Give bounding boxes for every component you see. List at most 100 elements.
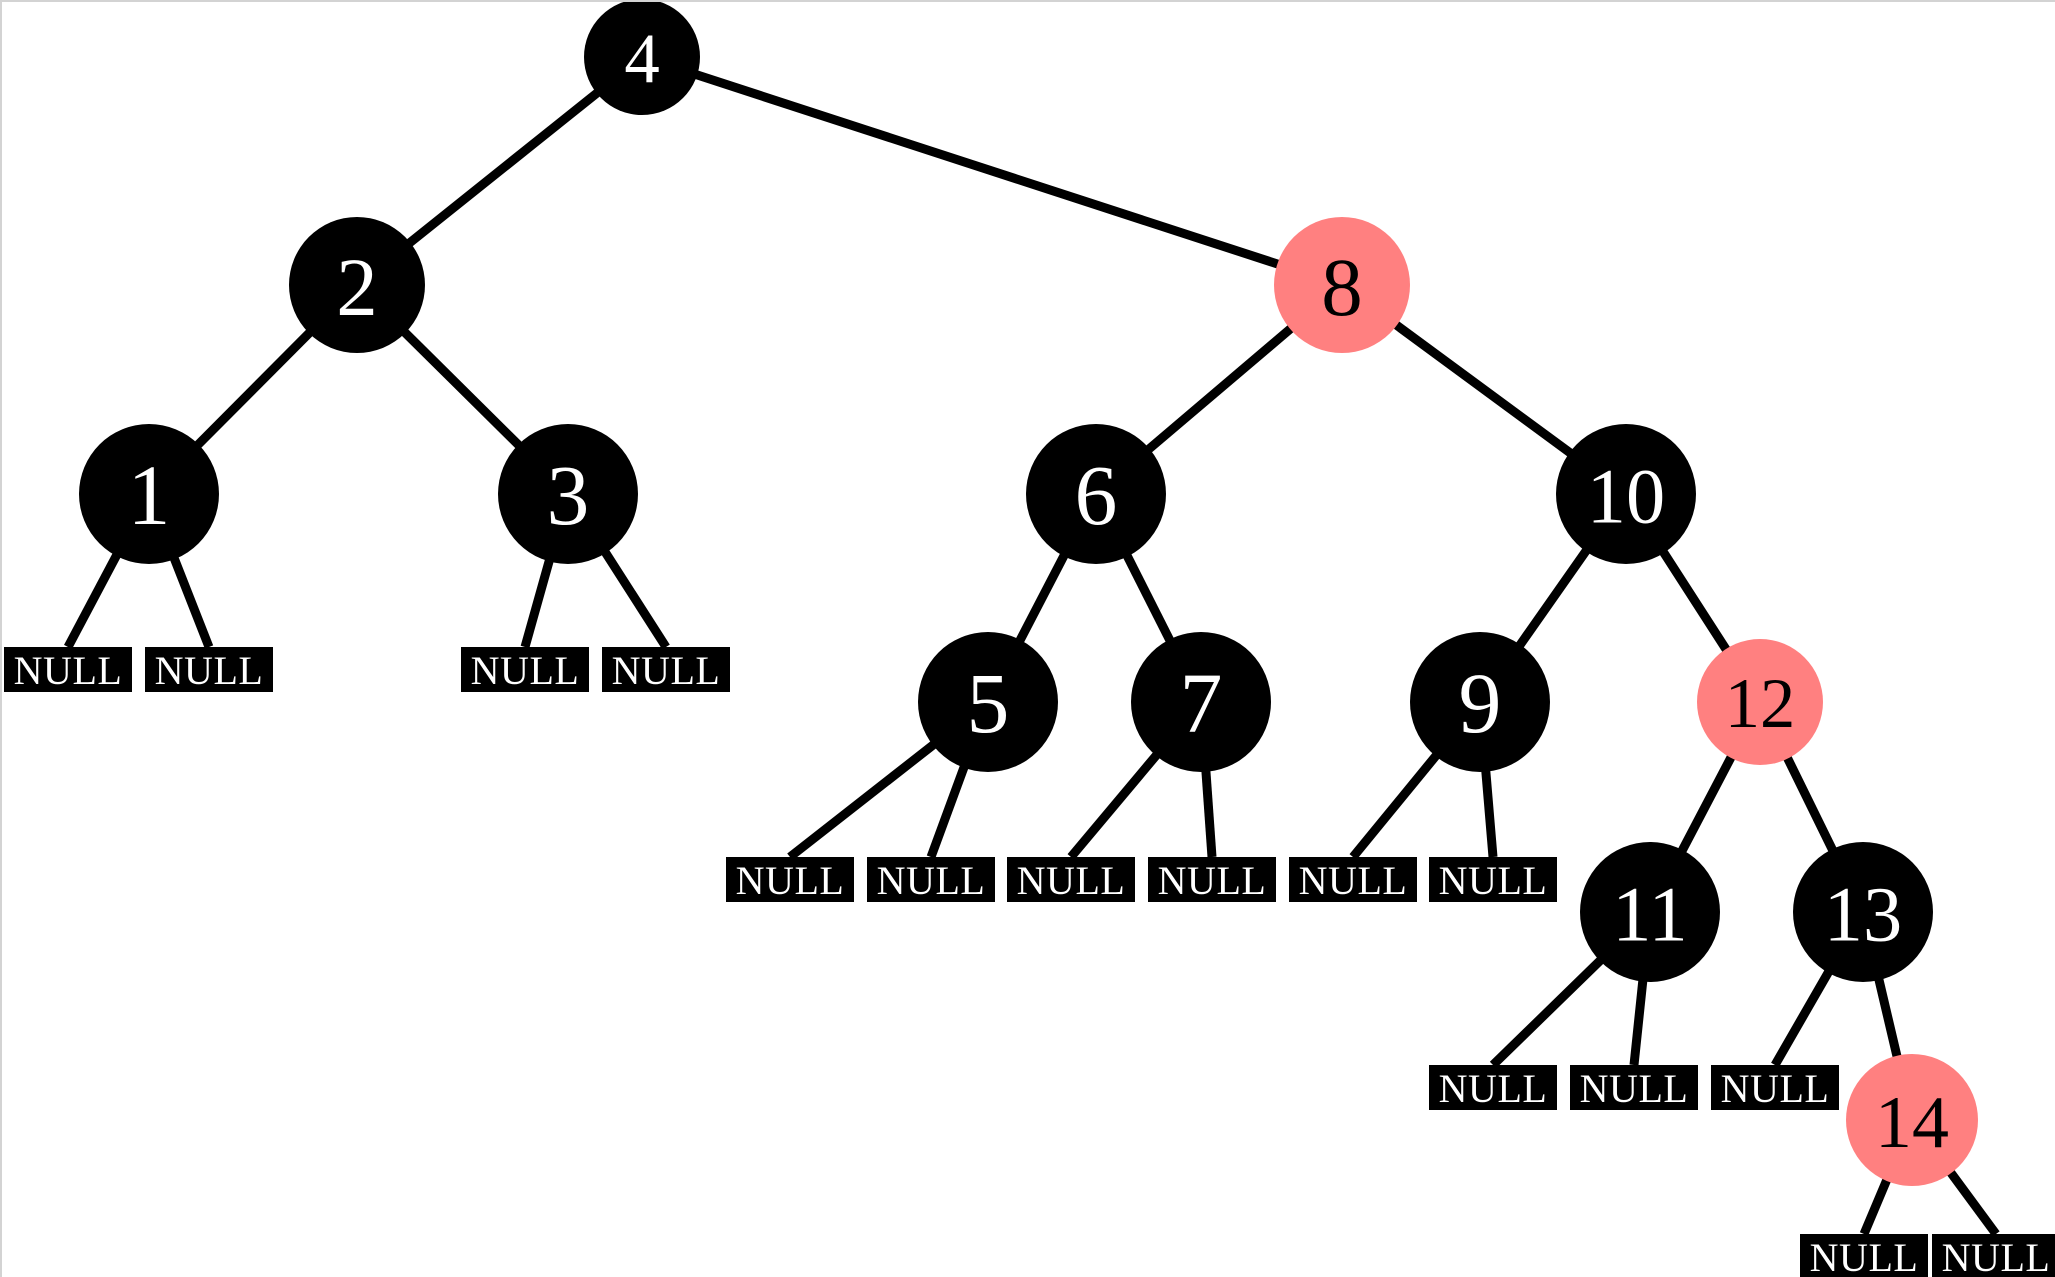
tree-node-9[interactable]: 9 [1410,632,1550,772]
tree-edge-n9-null9 [1349,750,1442,860]
null-leaf-label: NULL [1439,1066,1548,1111]
tree-node-6[interactable]: 6 [1026,424,1166,564]
null-leaf-box [1429,1065,1557,1110]
tree-edge-n4-n8 [692,69,1282,270]
null-leaf-label: NULL [1942,1235,2051,1277]
null-leaf: NULL [867,857,995,903]
node-circle-red[interactable] [1697,639,1823,765]
null-leaf-box [1932,1234,2055,1277]
tree-edge-n11-null12 [1629,978,1648,1066]
null-leaf-box [602,647,730,692]
tree-edge-n2-n3 [400,327,524,451]
null-leaf: NULL [1711,1065,1839,1111]
node-circle-red[interactable] [1274,217,1410,353]
null-leaf-label: NULL [877,858,986,903]
tree-node-10[interactable]: 10 [1556,424,1696,564]
null-leaf-box [1711,1065,1839,1110]
null-leaf: NULL [145,647,273,693]
null-leaf-label: NULL [612,648,721,693]
node-circle-red[interactable] [1846,1054,1978,1186]
node-label: 9 [1459,657,1502,751]
null-leaf: NULL [726,857,854,903]
node-circle-black[interactable] [1556,424,1696,564]
edges-layer [64,69,2000,1237]
node-label: 1 [128,449,171,543]
null-leaf: NULL [1429,1065,1557,1111]
null-leaf-box [867,857,995,902]
tree-node-8[interactable]: 8 [1274,217,1410,353]
null-leaf-box [145,647,273,692]
null-leaf: NULL [1007,857,1135,903]
node-label: 10 [1587,453,1665,540]
tree-edge-n6-n5 [1014,551,1070,645]
node-label: 2 [336,241,377,333]
tree-edge-n3-null3 [520,557,555,649]
tree-edge-n6-n7 [1122,551,1175,645]
node-circle-black[interactable] [584,2,700,115]
null-leaves-layer: NULL NULL NULL NULL NULL NULL NULL NULL NULL NULL… [4,647,2055,1277]
tree-node-5[interactable]: 5 [918,632,1058,772]
tree-edge-n13-null13 [1771,967,1834,1068]
null-leaf-label: NULL [1580,1066,1689,1111]
tree-node-4[interactable]: 4 [584,2,700,115]
tree-node-1[interactable]: 1 [79,424,219,564]
tree-edge-n2-n1 [193,327,315,450]
tree-node-13[interactable]: 13 [1793,842,1933,982]
node-circle-black[interactable] [1580,842,1720,982]
null-leaf: NULL [1289,857,1417,903]
node-label: 13 [1824,871,1902,958]
tree-node-7[interactable]: 7 [1131,632,1271,772]
tree-edge-n13-n14 [1873,976,1902,1060]
tree-node-2[interactable]: 2 [289,217,425,353]
null-leaf-box [726,857,854,902]
node-circle-black[interactable] [79,424,219,564]
node-label: 5 [967,657,1010,751]
null-leaf-label: NULL [471,648,580,693]
null-leaf-box [1429,857,1557,902]
node-label: 7 [1180,657,1223,751]
tree-node-12[interactable]: 12 [1697,639,1823,765]
null-leaf-label: NULL [14,648,123,693]
tree-edge-n5-null5 [787,739,939,861]
null-leaf-box [1148,857,1276,902]
null-leaf-label: NULL [1721,1066,1830,1111]
tree-edge-n5-null6 [926,763,970,859]
tree-edge-n7-null7 [1067,750,1162,860]
null-leaf-label: NULL [1158,858,1267,903]
node-circle-black[interactable] [1410,632,1550,772]
tree-edge-n1-null2 [169,554,214,649]
tree-edge-n7-null8 [1201,768,1217,858]
tree-edge-n3-null4 [600,547,670,650]
node-circle-black[interactable] [918,632,1058,772]
tree-edge-n14-null15 [1945,1168,2000,1237]
node-circle-black[interactable] [1793,842,1933,982]
tree-node-11[interactable]: 11 [1580,842,1720,982]
null-leaf-box [1570,1065,1698,1110]
null-leaf-label: NULL [1810,1235,1919,1277]
tree-node-14[interactable]: 14 [1846,1054,1978,1186]
null-leaf-box [1289,857,1417,902]
null-leaf: NULL [1800,1234,1928,1277]
node-circle-black[interactable] [1131,632,1271,772]
null-leaf-label: NULL [1439,858,1548,903]
null-leaf-label: NULL [155,648,264,693]
tree-node-3[interactable]: 3 [498,424,638,564]
null-leaf: NULL [461,647,589,693]
null-leaf-label: NULL [736,858,845,903]
null-leaf: NULL [4,647,132,693]
tree-edge-n9-null10 [1481,768,1498,858]
tree-edge-n4-n2 [404,87,602,248]
node-label: 11 [1612,871,1687,958]
node-label: 12 [1725,665,1796,743]
null-leaf-box [461,647,589,692]
null-leaf: NULL [1148,857,1276,903]
tree-edge-n8-n10 [1391,319,1575,458]
tree-edge-n8-n6 [1144,323,1296,455]
tree-edge-n14-null14 [1859,1176,1892,1236]
tree-edge-n12-n11 [1677,753,1737,855]
node-circle-black[interactable] [1026,424,1166,564]
node-circle-black[interactable] [289,217,425,353]
node-circle-black[interactable] [498,424,638,564]
